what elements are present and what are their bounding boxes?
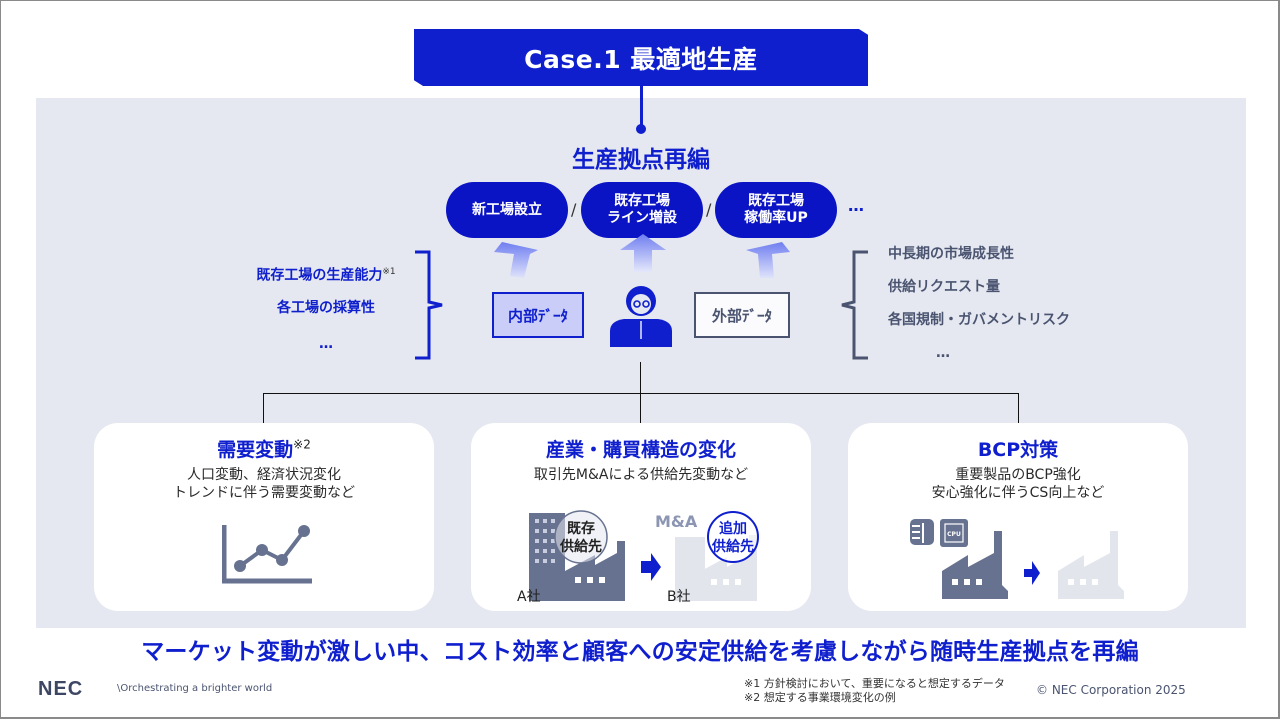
line-chart-icon: [222, 525, 312, 584]
footnotes: ※1 方針検討において、重要になると想定するデータ ※2 想定する事業環境変化の…: [744, 677, 1005, 705]
card-description: 重要製品のBCP強化 安心強化に伴うCS向上など: [931, 467, 1105, 502]
factory-backup-icon: CPU: [910, 519, 1124, 599]
tree-connector: [263, 393, 1019, 394]
right-brace-icon: [415, 250, 443, 360]
option-line-expansion: 既存工場 ライン増設: [581, 182, 703, 238]
svg-text:追加: 追加: [719, 520, 747, 537]
company-a-label: A社: [517, 589, 541, 605]
option-separator: /: [706, 200, 712, 219]
arrow-up-icon: [494, 242, 538, 278]
internal-item: …: [319, 336, 333, 352]
option-new-factory: 新工場設立: [446, 182, 568, 238]
case-title-banner: Case.1 最適地生産: [414, 29, 868, 86]
external-data-list: 中長期の市場成長性 供給リクエスト量 各国規制・ガバメントリスク …: [888, 240, 1108, 372]
brand-slogan: \Orchestrating a brighter world: [117, 683, 273, 694]
tree-connector: [640, 393, 641, 423]
internal-data-list: 既存工場の生産能力※1 各工場の採算性 …: [236, 258, 416, 366]
option-utilization-up: 既存工場 稼働率UP: [715, 182, 837, 238]
existing-line1: 既存: [567, 520, 595, 537]
card-description: 人口変動、経済状況変化 トレンドに伴う需要変動など: [173, 467, 355, 502]
arrow-right-icon: [1024, 561, 1040, 585]
copyright: © NEC Corporation 2025: [1036, 683, 1186, 697]
tree-connector: [640, 362, 641, 394]
card-demand-change: 需要変動※2 人口変動、経済状況変化 トレンドに伴う需要変動など: [94, 423, 434, 611]
arrow-up-icon: [746, 242, 790, 278]
footnote-1: ※1 方針検討において、重要になると想定するデータ: [744, 677, 1005, 690]
svg-text:供給先: 供給先: [711, 538, 754, 555]
footnote-2: ※2 想定する事業環境変化の例: [744, 690, 896, 704]
option-separator: /: [571, 200, 577, 219]
internal-data-box: 内部ﾃﾞｰﾀ: [492, 292, 584, 338]
existing-supplier-label: 既存: [567, 520, 595, 537]
tree-connector: [263, 393, 264, 423]
tree-connector: [1018, 393, 1019, 423]
section-title: 生産拠点再編: [572, 147, 710, 173]
analyst-person-icon: [610, 286, 672, 347]
card-description: 取引先M&Aによる供給先変動など: [533, 467, 749, 483]
external-item: 各国規制・ガバメントリスク: [888, 312, 1070, 328]
external-data-box: 外部ﾃﾞｰﾀ: [694, 292, 790, 338]
svg-text:CPU: CPU: [947, 531, 961, 538]
case-title: Case.1 最適地生産: [524, 44, 758, 74]
svg-text:供給先: 供給先: [559, 538, 602, 555]
card-bcp: BCP対策 重要製品のBCP強化 安心強化に伴うCS向上など CPU: [848, 423, 1188, 611]
left-brace-icon: [841, 250, 868, 360]
title-connector-line: [640, 86, 643, 128]
arrow-right-icon: [641, 553, 661, 581]
arrow-up-icon: [620, 234, 666, 272]
factory-merger-icon: 既存 供給先 M&A 追加 供給先 A社 B社: [517, 510, 759, 605]
external-item: 中長期の市場成長性: [888, 246, 1014, 262]
card-industry-structure: 産業・購買構造の変化 取引先M&Aによる供給先変動など 既存 供給先 M&A 追…: [471, 423, 811, 611]
internal-item: 各工場の採算性: [277, 300, 375, 316]
title-connector-dot: [636, 124, 646, 134]
external-item: …: [936, 345, 950, 361]
cpu-icon: CPU: [940, 519, 968, 547]
card-title: BCP対策: [977, 439, 1059, 461]
internal-item: 既存工場の生産能力※1: [256, 267, 396, 284]
card-title: 需要変動※2: [217, 437, 311, 461]
sim-chip-icon: [910, 519, 934, 545]
summary-tagline: マーケット変動が激しい中、コスト効率と顧客への安定供給を考慮しながら随時生産拠点…: [141, 639, 1139, 665]
options-more: …: [848, 196, 865, 215]
nec-logo: NEC: [38, 678, 84, 700]
external-item: 供給リクエスト量: [888, 279, 1000, 295]
company-b-label: B社: [667, 589, 691, 605]
card-title: 産業・購買構造の変化: [545, 439, 736, 461]
ma-label: M&A: [655, 512, 698, 531]
